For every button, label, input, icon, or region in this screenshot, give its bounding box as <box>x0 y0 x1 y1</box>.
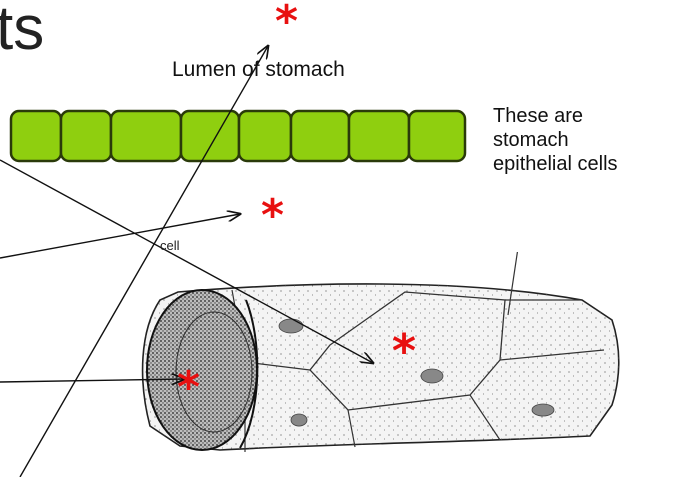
epithelial-cells-description: These are stomach epithelial cells <box>493 104 683 176</box>
nucleus <box>532 404 554 416</box>
epithelial-cell <box>61 111 111 161</box>
cell-label: cell <box>160 238 180 253</box>
asterisk-lumen-marker: * <box>275 0 298 44</box>
epithelial-cell-row <box>11 111 465 161</box>
epithelial-cell <box>349 111 409 161</box>
epithelial-cell <box>11 111 61 161</box>
epithelial-cell <box>239 111 291 161</box>
description-line: epithelial cells <box>493 152 683 176</box>
description-line: stomach <box>493 128 683 152</box>
epithelial-cell <box>181 111 239 161</box>
epithelial-cell <box>291 111 349 161</box>
description-line: These are <box>493 104 683 128</box>
capillary-illustration <box>143 248 619 452</box>
epithelial-cell <box>409 111 465 161</box>
nucleus <box>421 369 443 383</box>
asterisk-endothelial-cell-marker: * <box>392 328 416 374</box>
nucleus <box>279 319 303 333</box>
epithelial-cell <box>111 111 181 161</box>
capillary-lumen-opening <box>147 290 257 450</box>
label-cover-box <box>418 212 636 252</box>
asterisk-capillary-lumen-marker: * <box>177 366 200 410</box>
asterisk-interstitial-marker: * <box>261 194 284 238</box>
nucleus <box>291 414 307 426</box>
lumen-of-stomach-label: Lumen of stomach <box>172 58 345 82</box>
arrow-to-interstitial-fluid <box>0 214 240 258</box>
